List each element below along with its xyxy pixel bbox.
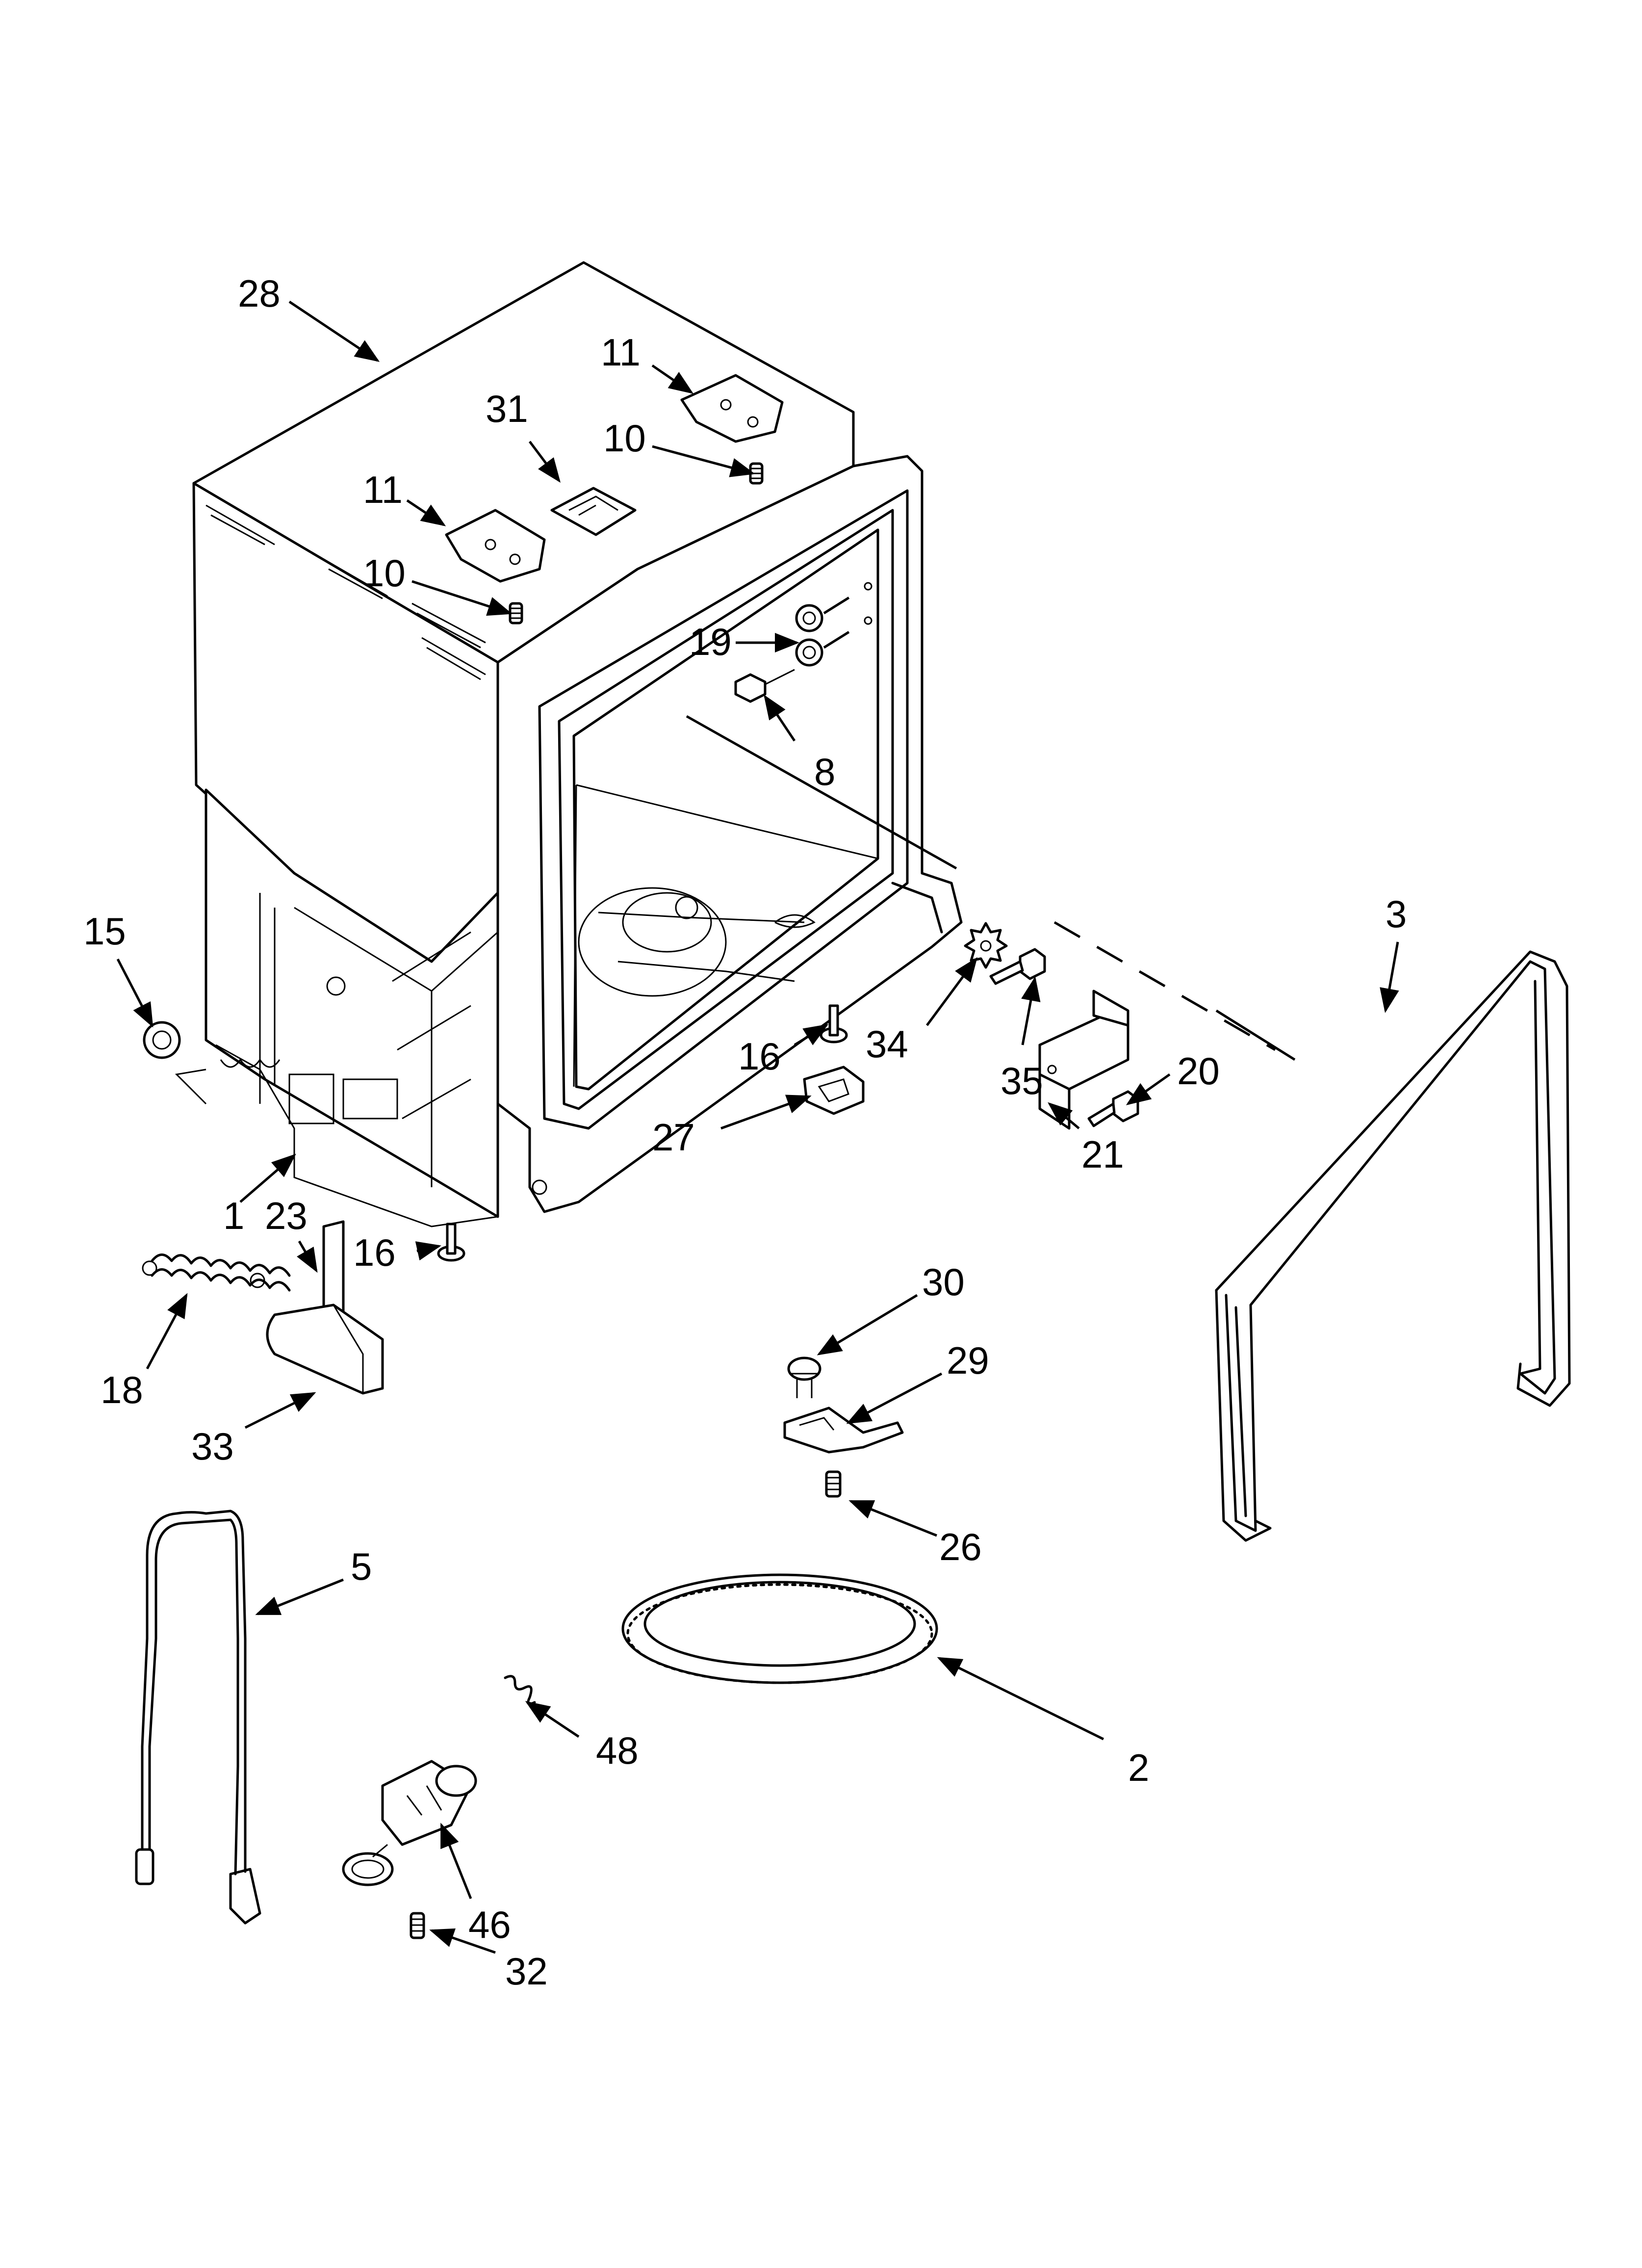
- callout-27: 27: [652, 1116, 695, 1159]
- callout-31: 31: [486, 387, 528, 430]
- thermostat: [787, 1356, 821, 1398]
- callout-16: 16: [738, 1035, 781, 1078]
- bolt-35: [989, 948, 1046, 985]
- spring-clip: [504, 1675, 536, 1705]
- rack-rollers: [795, 582, 872, 667]
- vent-plate: [550, 487, 637, 536]
- callout-26: 26: [939, 1525, 982, 1568]
- callout-29: 29: [947, 1339, 989, 1382]
- thermostat-bracket: [783, 1407, 904, 1454]
- callout-32: 32: [505, 1950, 548, 1993]
- alignment-line: [686, 715, 957, 870]
- door-gasket: [1215, 950, 1571, 1542]
- callout-16: 16: [353, 1231, 396, 1274]
- wire-harness: [135, 1510, 261, 1925]
- callout-48: 48: [596, 1729, 639, 1772]
- leaders: [116, 300, 1399, 1954]
- hinge-bracket-upper: [680, 374, 784, 443]
- callout-2: 2: [1128, 1746, 1149, 1789]
- callout-18: 18: [101, 1368, 143, 1411]
- callout-3: 3: [1385, 892, 1407, 936]
- side-bracket: [1038, 990, 1129, 1130]
- mounting-clip: [803, 1066, 865, 1115]
- callout-15: 15: [83, 910, 126, 953]
- callout-8: 8: [814, 750, 835, 793]
- callout-10: 10: [603, 417, 646, 460]
- callout-23: 23: [265, 1194, 308, 1237]
- leveling-leg-left: [437, 1223, 465, 1262]
- callout-21: 21: [1081, 1133, 1124, 1176]
- bracket-screw: [825, 1470, 842, 1498]
- callout-5: 5: [351, 1545, 372, 1588]
- hinge-bracket-lower: [445, 509, 546, 583]
- alignment-line-dashed: [1053, 921, 1276, 1051]
- foam-pad: [266, 1303, 384, 1395]
- callout-46: 46: [468, 1903, 511, 1946]
- callout-labels: 28 11 31 10 11 10 19 8 3 15 34 16 20 35 …: [83, 272, 1407, 1993]
- callout-11: 11: [363, 468, 403, 511]
- alignment-line-end: [1215, 1009, 1296, 1061]
- callout-20: 20: [1177, 1049, 1220, 1093]
- door-spring: [142, 1253, 291, 1292]
- callout-34: 34: [866, 1022, 908, 1066]
- drain-grommet: [143, 1021, 181, 1059]
- star-nut: [964, 922, 1008, 969]
- valve-screw: [410, 1912, 425, 1939]
- callout-33: 33: [191, 1425, 234, 1468]
- callout-28: 28: [238, 272, 281, 315]
- callout-10: 10: [363, 551, 406, 595]
- bolt-20: [1087, 1090, 1139, 1127]
- screw-lower: [509, 602, 523, 625]
- callout-35: 35: [1001, 1059, 1043, 1102]
- valve-assembly: [342, 1760, 477, 1886]
- ring-seal: [621, 1573, 938, 1684]
- callout-30: 30: [922, 1260, 965, 1303]
- callout-11: 11: [601, 331, 641, 374]
- callout-19: 19: [689, 620, 732, 663]
- callout-1: 1: [223, 1194, 244, 1237]
- roller-screw: [734, 669, 795, 703]
